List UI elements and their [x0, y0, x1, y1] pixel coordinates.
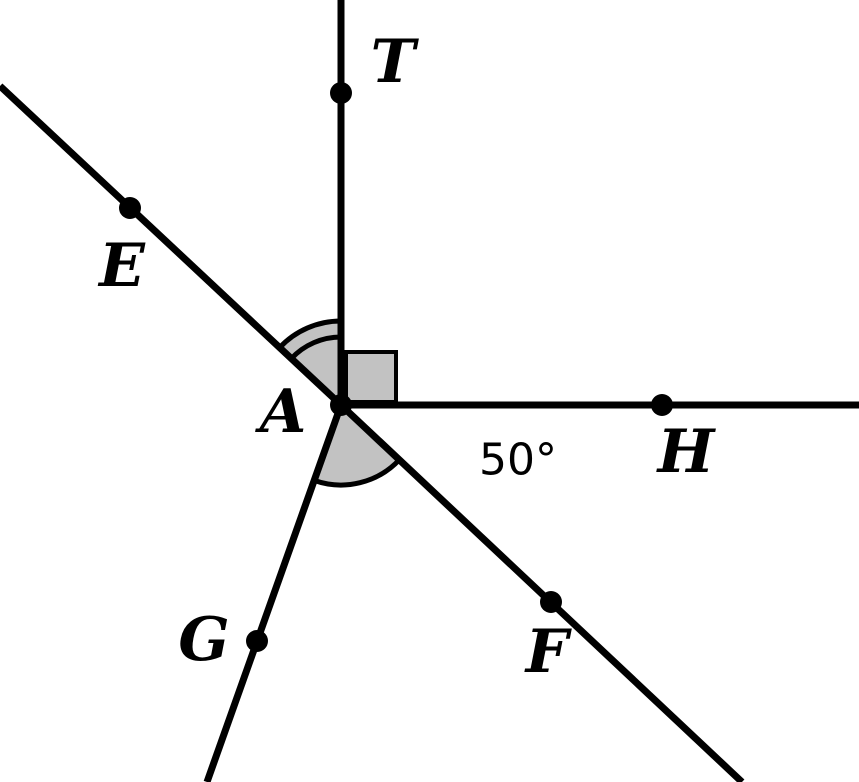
point-A-label: A: [255, 377, 307, 447]
point-G-dot: [246, 630, 268, 652]
point-H-label: H: [656, 417, 717, 487]
point-F-label: F: [524, 617, 573, 687]
right-angle-marker: [344, 350, 398, 404]
point-G-label: G: [178, 605, 229, 675]
point-F-dot: [540, 591, 562, 613]
ray-AE: [0, 83, 344, 408]
angle-measure-label: 50°: [479, 435, 557, 486]
point-T-label: T: [371, 27, 420, 97]
point-H-dot: [651, 394, 673, 416]
sector-EAT-arc-1: [277, 318, 342, 350]
sector-EAT-shade: [279, 321, 341, 405]
ray-AF: [338, 402, 745, 782]
sector-FAG-arc-0: [313, 457, 402, 488]
point-A-dot: [330, 394, 352, 416]
sector-EAT-arc-0: [289, 334, 342, 361]
point-E-dot: [119, 197, 141, 219]
point-T-dot: [330, 82, 352, 104]
ray-AG: [203, 403, 345, 782]
point-E-label: E: [97, 231, 146, 301]
